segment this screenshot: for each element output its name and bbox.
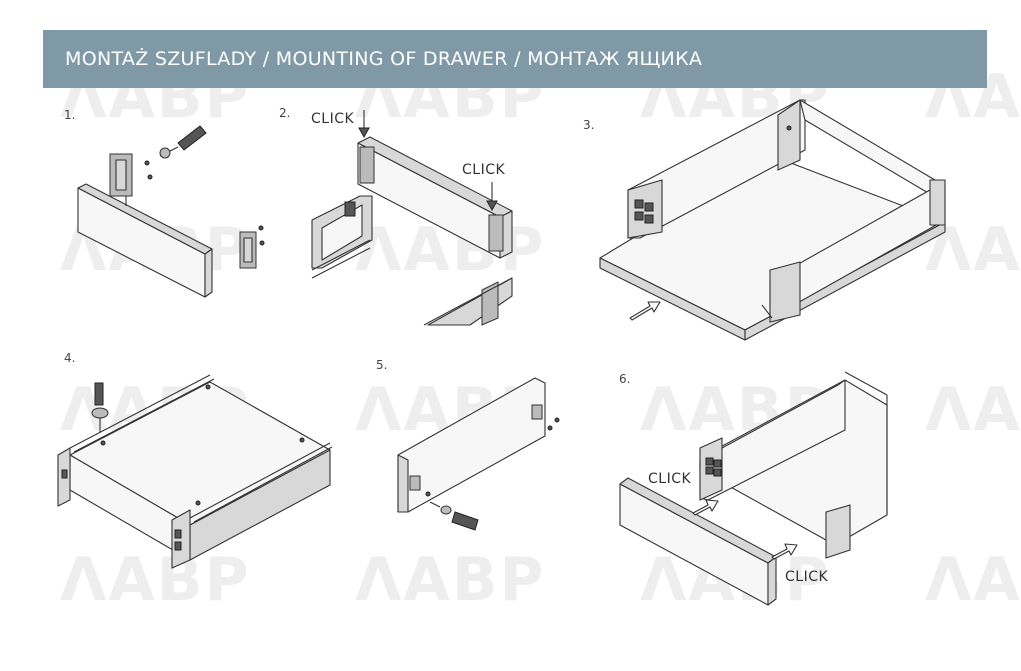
click-label-step2-left: CLICK — [311, 111, 355, 127]
step1-illustration — [77, 125, 265, 298]
step-number-1: 1. — [64, 108, 76, 122]
step-number-2: 2. — [279, 106, 291, 120]
step4-illustration — [57, 374, 333, 569]
panel-adapter-left — [359, 146, 375, 184]
arrow-push-icon — [771, 543, 798, 560]
click-label-step6-right: CLICK — [785, 569, 829, 585]
arrow-push-icon — [692, 499, 719, 516]
panel-adapter-right — [488, 214, 504, 252]
click-label-step2-right: CLICK — [462, 162, 506, 178]
screwdriver-icon — [429, 501, 479, 531]
screw — [258, 225, 264, 231]
step-number-5: 5. — [376, 358, 388, 372]
step2-illustration — [311, 110, 513, 326]
click-label-step6-left: CLICK — [648, 471, 692, 487]
arrow-push-icon — [629, 301, 661, 321]
title-banner: MONTAŻ SZUFLADY / MOUNTING OF DRAWER / М… — [43, 30, 987, 88]
front-panel — [397, 377, 546, 513]
front-panel-side-edge — [204, 248, 213, 298]
step3-illustration — [599, 99, 946, 341]
screw — [147, 174, 153, 180]
screwdriver-icon — [91, 382, 109, 432]
page-title: MONTAŻ SZUFLADY / MOUNTING OF DRAWER / М… — [65, 48, 703, 70]
screw — [259, 240, 265, 246]
screw — [144, 160, 150, 166]
front-bracket-right — [531, 404, 543, 420]
step-number-3: 3. — [583, 118, 595, 132]
step6-illustration — [619, 371, 888, 606]
screwdriver-icon — [159, 125, 207, 159]
step5-illustration — [397, 377, 560, 531]
step-number-4: 4. — [64, 351, 76, 365]
step-number-6: 6. — [619, 372, 631, 386]
arrow-down-icon — [358, 110, 370, 139]
arrow-down-icon — [486, 182, 498, 212]
front-bracket-left — [409, 475, 421, 491]
drawer-side-right — [825, 504, 851, 559]
